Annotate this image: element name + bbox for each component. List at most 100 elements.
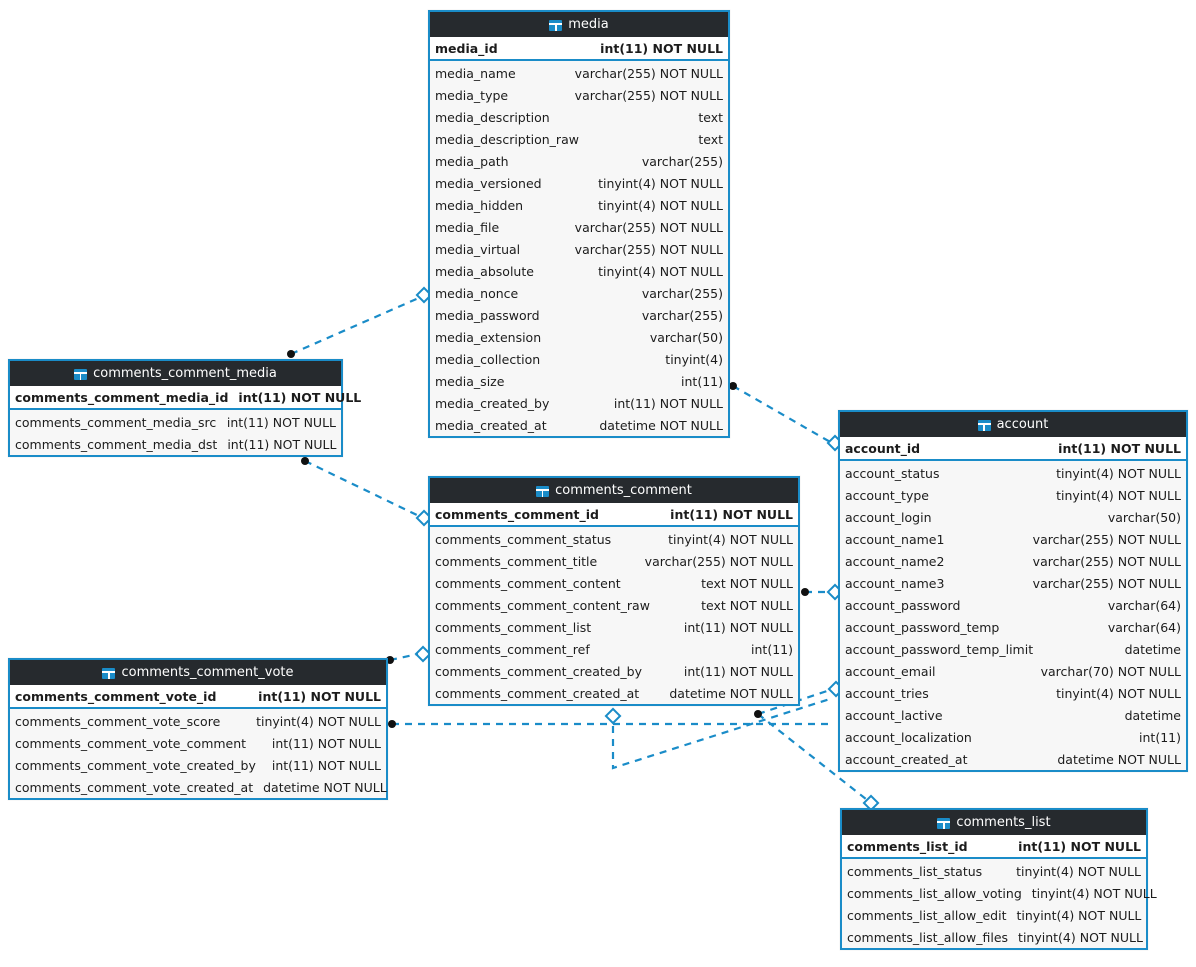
column-type: text NOT NULL bbox=[701, 597, 793, 613]
column-type: int(11) bbox=[1139, 729, 1181, 745]
column-type: varchar(255) bbox=[641, 285, 723, 301]
entity-media[interactable]: media media_id int(11) NOT NULL media_na… bbox=[428, 10, 730, 438]
table-row: account_status tinyint(4) NOT NULL bbox=[840, 461, 1186, 484]
column-type: text bbox=[698, 109, 723, 125]
column-name: media_id bbox=[435, 40, 498, 56]
column-name: account_login bbox=[845, 509, 932, 525]
column-type: varchar(255) bbox=[641, 153, 723, 169]
column-name: comments_comment_vote_created_at bbox=[15, 779, 254, 795]
column-name: comments_comment_status bbox=[435, 531, 612, 547]
column-type: tinyint(4) NOT NULL bbox=[1056, 685, 1181, 701]
column-name: account_name3 bbox=[845, 575, 945, 591]
column-name: comments_comment_ref bbox=[435, 641, 590, 657]
column-type: tinyint(4) NOT NULL bbox=[1018, 929, 1143, 945]
column-type: int(11) NOT NULL bbox=[271, 735, 381, 751]
column-type: tinyint(4) NOT NULL bbox=[1056, 487, 1181, 503]
edge-ccvote-ccomment bbox=[389, 652, 419, 662]
column-name: media_type bbox=[435, 87, 509, 103]
entity-title: media bbox=[568, 17, 609, 32]
table-row: comments_list_allow_files tinyint(4) NOT … bbox=[842, 926, 1146, 948]
entity-header-comments-comment-media: comments_comment_media bbox=[10, 361, 341, 386]
table-icon bbox=[549, 20, 563, 31]
column-type: varchar(255) NOT NULL bbox=[1032, 531, 1181, 547]
table-row: account_name3 varchar(255) NOT NULL bbox=[840, 572, 1186, 594]
column-name: account_name1 bbox=[845, 531, 945, 547]
entity-comments-list[interactable]: comments_list comments_list_id int(11) N… bbox=[840, 808, 1157, 950]
edge-media-account bbox=[732, 385, 833, 444]
column-name: comments_comment_list bbox=[435, 619, 592, 635]
entity-title: comments_comment_media bbox=[93, 366, 277, 381]
column-name: comments_list_allow_files bbox=[847, 929, 1009, 945]
column-name: comments_comment_created_at bbox=[435, 685, 640, 701]
column-name: account_lactive bbox=[845, 707, 943, 723]
entity-header-account: account bbox=[840, 412, 1186, 437]
table-row: comments_comment_ref int(11) bbox=[430, 638, 798, 660]
entity-account[interactable]: account account_id int(11) NOT NULL acco… bbox=[838, 410, 1188, 772]
table-icon bbox=[102, 668, 116, 679]
edge-ccmedia-media bbox=[290, 295, 422, 356]
column-name: media_nonce bbox=[435, 285, 519, 301]
column-type: datetime bbox=[1124, 641, 1181, 657]
entity-comments-comment-media[interactable]: comments_comment_media comments_comment_… bbox=[8, 359, 361, 457]
column-name: account_password_temp bbox=[845, 619, 1000, 635]
column-type: varchar(255) NOT NULL bbox=[1032, 553, 1181, 569]
column-name: account_created_at bbox=[845, 751, 968, 767]
column-type: tinyint(4) NOT NULL bbox=[256, 713, 381, 729]
column-name: comments_list_id bbox=[847, 838, 968, 854]
column-type: tinyint(4) NOT NULL bbox=[1016, 863, 1141, 879]
table-icon bbox=[977, 420, 991, 431]
column-name: media_description bbox=[435, 109, 550, 125]
column-type: varchar(255) NOT NULL bbox=[1032, 575, 1181, 591]
column-type: varchar(255) NOT NULL bbox=[574, 241, 723, 257]
column-name: media_collection bbox=[435, 351, 541, 367]
column-type: tinyint(4) NOT NULL bbox=[1056, 465, 1181, 481]
column-name: media_created_at bbox=[435, 417, 547, 433]
column-name: account_email bbox=[845, 663, 936, 679]
primary-key-row: account_id int(11) NOT NULL bbox=[840, 437, 1186, 461]
column-type: tinyint(4) NOT NULL bbox=[598, 175, 723, 191]
column-name: media_versioned bbox=[435, 175, 542, 191]
entity-comments-comment-vote[interactable]: comments_comment_vote comments_comment_v… bbox=[8, 658, 388, 800]
edge-ccmedia-ccomment bbox=[304, 460, 422, 518]
column-name: account_status bbox=[845, 465, 940, 481]
column-type: varchar(255) NOT NULL bbox=[644, 553, 793, 569]
edge-dot-spine-node bbox=[754, 710, 762, 718]
column-name: media_description_raw bbox=[435, 131, 579, 147]
entity-comments-comment[interactable]: comments_comment comments_comment_id int… bbox=[428, 476, 800, 706]
column-type: int(11) bbox=[751, 641, 793, 657]
column-name: comments_comment_media_dst bbox=[15, 436, 218, 452]
column-name: comments_list_allow_voting bbox=[847, 885, 1022, 901]
column-list: account_status tinyint(4) NOT NULL accoun… bbox=[840, 461, 1186, 770]
table-row: media_versioned tinyint(4) NOT NULL bbox=[430, 172, 728, 194]
column-name: media_name bbox=[435, 65, 516, 81]
primary-key-row: comments_comment_vote_id int(11) NOT NUL… bbox=[10, 685, 386, 709]
column-type: int(11) NOT NULL bbox=[238, 389, 362, 405]
column-type: int(11) NOT NULL bbox=[1018, 838, 1141, 854]
column-type: int(11) NOT NULL bbox=[600, 40, 723, 56]
